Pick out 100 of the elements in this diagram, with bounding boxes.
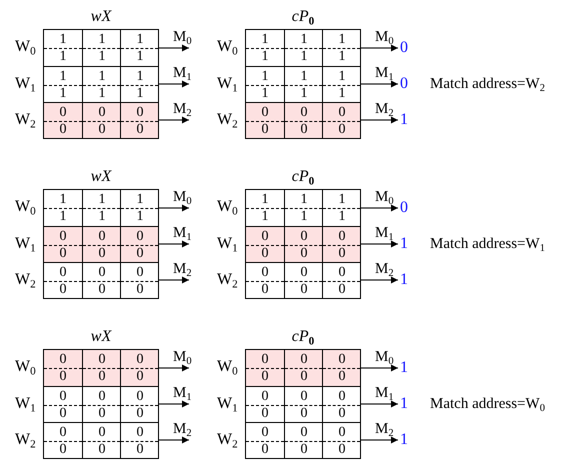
row-label: W$_{2}$ xyxy=(15,111,36,129)
row-label: W$_{1}$ xyxy=(217,235,238,253)
bit-value: 1 xyxy=(98,32,106,48)
arrow xyxy=(360,80,398,88)
match-bit: 1 xyxy=(400,395,408,413)
bit-value: 0 xyxy=(58,425,68,441)
arrow xyxy=(360,400,398,408)
bit-value: 1 xyxy=(136,209,144,225)
edge-label: M$_{1}$ xyxy=(375,225,394,241)
edge-label: M$_{1}$ xyxy=(173,225,192,241)
bit-value: 0 xyxy=(260,122,270,138)
bit-value: 0 xyxy=(58,265,68,281)
bit-value: 0 xyxy=(136,246,144,262)
bit-value: 0 xyxy=(338,246,346,262)
arrow xyxy=(158,44,190,52)
arrow xyxy=(158,80,190,88)
array-title: wX xyxy=(90,328,112,346)
row-label: W$_{0}$ xyxy=(15,198,36,216)
edge-label: M$_{1}$ xyxy=(173,65,192,81)
edge-label: M$_{2}$ xyxy=(375,421,394,437)
bit-value: 0 xyxy=(98,406,106,422)
arrow xyxy=(360,364,398,372)
row-label: W$_{0}$ xyxy=(217,358,238,376)
bit-value: 0 xyxy=(58,352,68,368)
bit-value: 0 xyxy=(300,122,308,138)
bit-value: 1 xyxy=(338,49,346,65)
bit-value: 1 xyxy=(98,49,106,65)
bit-value: 0 xyxy=(98,352,106,368)
arrow xyxy=(360,44,398,52)
match-bit: 1 xyxy=(400,111,408,129)
match-address-note: Match address=W$_{1}$ xyxy=(430,235,545,253)
arrow xyxy=(158,364,190,372)
array-title: cP$_{0}$ xyxy=(292,328,314,346)
bit-value: 0 xyxy=(136,265,144,281)
match-bit: 1 xyxy=(400,235,408,253)
bit-value: 0 xyxy=(260,105,270,121)
bit-value: 1 xyxy=(260,86,270,102)
bit-value: 1 xyxy=(98,69,106,85)
row-label: W$_{2}$ xyxy=(217,111,238,129)
edge-label: M$_{0}$ xyxy=(375,29,394,45)
arrow xyxy=(360,204,398,212)
row-label: W$_{0}$ xyxy=(15,38,36,56)
bit-value: 1 xyxy=(300,209,308,225)
bit-value: 1 xyxy=(260,192,270,208)
bit-value: 0 xyxy=(136,122,144,138)
row-label: W$_{2}$ xyxy=(15,431,36,449)
bit-value: 1 xyxy=(338,192,346,208)
bit-value: 1 xyxy=(136,69,144,85)
bit-value: 1 xyxy=(58,32,68,48)
edge-label: M$_{0}$ xyxy=(375,349,394,365)
row-label: W$_{0}$ xyxy=(217,198,238,216)
row-label: W$_{1}$ xyxy=(15,395,36,413)
bit-value: 0 xyxy=(300,442,308,458)
edge-label: M$_{2}$ xyxy=(173,261,192,277)
row-label: W$_{0}$ xyxy=(15,358,36,376)
arrow xyxy=(158,116,190,124)
row-label: W$_{1}$ xyxy=(217,395,238,413)
row-label: W$_{2}$ xyxy=(217,431,238,449)
bit-value: 1 xyxy=(260,32,270,48)
match-address-note: Match address=W$_{0}$ xyxy=(430,395,545,413)
array-title: cP$_{0}$ xyxy=(292,8,314,26)
bit-value: 0 xyxy=(136,369,144,385)
bit-value: 1 xyxy=(58,86,68,102)
bit-value: 0 xyxy=(136,442,144,458)
bit-value: 1 xyxy=(136,192,144,208)
bit-value: 0 xyxy=(136,389,144,405)
bit-value: 0 xyxy=(300,406,308,422)
bit-value: 0 xyxy=(260,246,270,262)
bit-value: 1 xyxy=(260,209,270,225)
match-bit: 1 xyxy=(400,431,408,449)
bit-value: 0 xyxy=(136,406,144,422)
bit-value: 0 xyxy=(338,369,346,385)
match-bit: 0 xyxy=(400,75,408,93)
bit-value: 0 xyxy=(300,105,308,121)
bit-value: 0 xyxy=(58,406,68,422)
bit-value: 0 xyxy=(260,442,270,458)
bit-value: 0 xyxy=(338,425,346,441)
match-bit: 0 xyxy=(400,39,408,57)
bit-value: 1 xyxy=(136,49,144,65)
bit-value: 1 xyxy=(338,32,346,48)
bit-value: 0 xyxy=(98,265,106,281)
match-address-note: Match address=W$_{2}$ xyxy=(430,75,545,93)
row-label: W$_{2}$ xyxy=(217,271,238,289)
bit-value: 1 xyxy=(136,32,144,48)
bit-value: 0 xyxy=(98,246,106,262)
bit-value: 0 xyxy=(98,369,106,385)
edge-label: M$_{1}$ xyxy=(375,385,394,401)
bit-value: 0 xyxy=(300,425,308,441)
bit-value: 1 xyxy=(338,69,346,85)
bit-value: 0 xyxy=(98,105,106,121)
edge-label: M$_{2}$ xyxy=(173,421,192,437)
row-label: W$_{0}$ xyxy=(217,38,238,56)
bit-value: 0 xyxy=(98,389,106,405)
edge-label: M$_{2}$ xyxy=(375,101,394,117)
bit-value: 0 xyxy=(300,352,308,368)
bit-value: 1 xyxy=(58,209,68,225)
match-bit: 1 xyxy=(400,271,408,289)
bit-value: 0 xyxy=(260,229,270,245)
bit-value: 0 xyxy=(98,229,106,245)
bit-value: 1 xyxy=(260,49,270,65)
